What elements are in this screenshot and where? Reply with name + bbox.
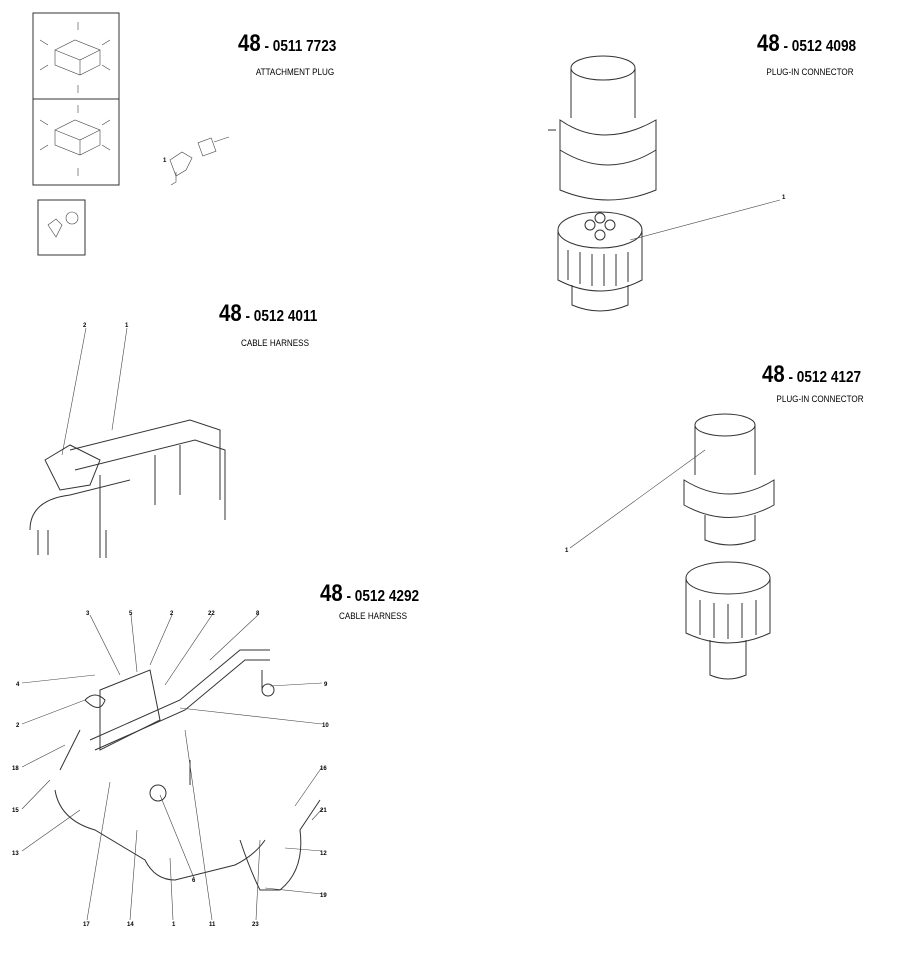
cable-harness-4011-drawing [29,327,226,558]
part-title-05124098: 48 - 0512 4098 [757,30,856,58]
group-number: 48 [320,580,343,607]
callout-label: 1 [163,158,167,164]
group-number: 48 [219,300,242,327]
callout-label: 8 [256,611,260,617]
part-name: CABLE HARNESS [339,611,407,621]
callout-label: 12 [320,851,327,857]
callout-label: 1 [172,922,176,928]
callout-label: 18 [12,766,19,772]
callout-label: 15 [12,808,19,814]
callout-label: 22 [208,611,215,617]
callout-label: 23 [252,922,259,928]
callout-label: 4 [16,682,20,688]
callout-label: 1 [565,548,569,554]
part-code: - 0512 4292 [346,588,420,605]
part-name: PLUG-IN CONNECTOR [766,67,854,77]
callout-label: 6 [192,878,196,884]
callout-label: 11 [209,922,216,928]
callouts-4292: 3 5 2 22 8 4 9 2 10 18 16 21 15 13 12 6 … [12,611,329,928]
callout-label: 1 [782,195,786,201]
group-number: 48 [238,30,261,57]
callout-label: 5 [129,611,133,617]
part-code: - 0512 4098 [783,38,857,55]
part-title-05124292: 48 - 0512 4292 [320,580,419,608]
callout-label: 10 [322,723,329,729]
callout-label: 19 [320,893,327,899]
callout-label: 2 [170,611,174,617]
part-code: - 0512 4011 [245,308,318,325]
cable-harness-4292-drawing [21,614,323,921]
callout-label: 2 [83,323,87,329]
part-code: - 0511 7723 [264,38,337,55]
plug-in-connector-4098-drawing [548,55,781,312]
part-title-05124127: 48 - 0512 4127 [762,361,861,389]
plug-in-connector-4127-drawing [569,413,775,680]
attachment-plug-drawing [169,136,230,186]
callout-label: 17 [83,922,90,928]
group-number: 48 [757,30,780,57]
callout-label: 9 [324,682,328,688]
callout-label: 21 [320,808,327,814]
callout-label: 14 [127,922,134,928]
part-title-05117723: 48 - 0511 7723 [238,30,336,58]
callout-label: 2 [16,723,20,729]
attachment-plug-thumbnails [32,12,120,256]
callout-label: 3 [86,611,90,617]
part-title-05124011: 48 - 0512 4011 [219,300,317,328]
group-number: 48 [762,361,785,388]
callout-label: 13 [12,851,19,857]
part-name: CABLE HARNESS [241,338,309,348]
part-name: ATTACHMENT PLUG [255,67,335,77]
callout-label: 1 [125,323,129,329]
part-name: PLUG-IN CONNECTOR [776,394,864,404]
part-code: - 0512 4127 [788,369,862,386]
callout-label: 16 [320,766,327,772]
